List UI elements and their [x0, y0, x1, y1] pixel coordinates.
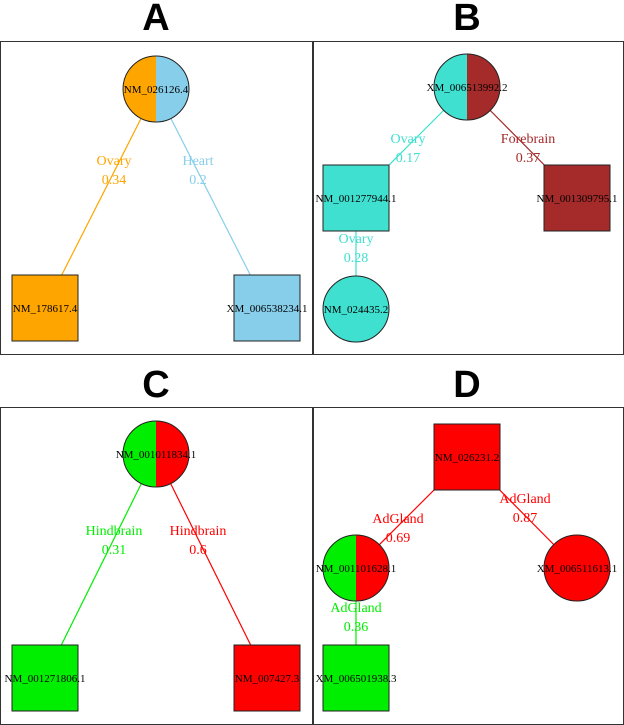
node-label: NM_024435.2	[324, 304, 388, 316]
node-label: XM_006511613.1	[537, 563, 618, 575]
edge-tissue-label: Ovary	[97, 154, 132, 169]
square-node-shape	[233, 644, 301, 712]
edge-value-label: 0.6	[189, 543, 207, 558]
edge-value-label: 0.34	[102, 173, 127, 188]
node-c-root: NM_001011834.1	[116, 420, 197, 488]
panel-d: D NM_026231.2NM_001101628.1 XM_006511613.1…	[313, 364, 624, 725]
circle-right-half	[156, 421, 189, 487]
node-d-root: NM_026231.2	[433, 423, 501, 491]
node-a-left: NM_178617.4	[11, 274, 79, 342]
edge-value-label: 0.37	[516, 151, 541, 166]
edge-value-label: 0.87	[513, 511, 538, 526]
edge-line	[44, 88, 157, 309]
circle-left-half	[123, 421, 156, 487]
edge-value-label: 0.69	[386, 531, 411, 546]
node-label: NM_001011834.1	[116, 449, 197, 461]
circle-node-shape	[543, 534, 611, 602]
edge-line	[155, 88, 268, 309]
node-label: XM_006538234.1	[227, 303, 308, 315]
panel-letter: B	[453, 0, 480, 39]
panel-letter: C	[142, 364, 169, 406]
edge-value-label: 0.2	[189, 173, 207, 188]
circle-node-outline	[322, 534, 390, 602]
square-node-shape	[11, 644, 79, 712]
node-label: NM_001309795.1	[537, 193, 618, 205]
node-c-left: NM_001271806.1	[5, 644, 86, 712]
square-node-shape	[11, 274, 79, 342]
node-b-child: NM_024435.2	[322, 275, 390, 343]
panel-letter: A	[142, 0, 169, 39]
edge-value-label: 0.31	[102, 543, 127, 558]
edge-tissue-label: AdGland	[330, 601, 381, 616]
panel-b: B XM_006513992.2NM_001277944.1 NM_00130979…	[313, 0, 624, 355]
edge-tissue-label: Ovary	[391, 132, 426, 147]
square-node-shape	[322, 644, 390, 712]
edge-value-label: 0.36	[344, 620, 369, 635]
node-b-left: NM_001277944.1	[316, 164, 397, 232]
node-label: NM_001277944.1	[316, 193, 397, 205]
panel-a: A NM_026126.4NM_178617.4 XM_006538234.1 Ova…	[0, 0, 313, 355]
panel-c: C NM_001011834.1NM_001271806.1 NM_007427.3…	[0, 364, 313, 725]
node-b-right: NM_001309795.1	[537, 164, 618, 232]
node-label: NM_001101628.1	[316, 563, 397, 575]
panel-border	[0, 41, 313, 355]
node-c-right: NM_007427.3	[233, 644, 301, 712]
circle-right-half	[467, 54, 500, 120]
circle-node-outline	[122, 420, 190, 488]
node-label: NM_001271806.1	[5, 673, 86, 685]
node-label: XM_006501938.3	[316, 673, 397, 685]
square-node-shape	[322, 164, 390, 232]
edge-tissue-label: Ovary	[339, 232, 374, 247]
circle-left-half	[323, 535, 356, 601]
edge-tissue-label: AdGland	[372, 512, 423, 527]
node-label: NM_178617.4	[13, 303, 78, 315]
edge-value-label: 0.17	[396, 151, 421, 166]
node-d-mid: NM_001101628.1	[316, 534, 397, 602]
node-a-right: XM_006538234.1	[227, 274, 308, 342]
panel-letter: D	[453, 364, 480, 406]
edge-tissue-label: Hindbrain	[170, 524, 227, 539]
square-node-shape	[233, 274, 301, 342]
square-node-shape	[433, 423, 501, 491]
circle-right-half	[156, 56, 189, 122]
circle-node-outline	[433, 53, 501, 121]
circle-right-half	[356, 535, 389, 601]
circle-left-half	[434, 54, 467, 120]
circle-node-shape	[322, 275, 390, 343]
circle-node-outline	[122, 55, 190, 123]
node-d-right: XM_006511613.1	[537, 534, 618, 602]
node-label: NM_026231.2	[435, 452, 499, 464]
edge-tissue-label: AdGland	[499, 492, 550, 507]
node-label: NM_026126.4	[124, 84, 189, 96]
edge-line	[44, 453, 157, 679]
square-node-shape	[543, 164, 611, 232]
node-a-root: NM_026126.4	[122, 55, 190, 123]
node-label: NM_007427.3	[235, 673, 300, 685]
edge-tissue-label: Hindbrain	[86, 524, 143, 539]
node-d-child: XM_006501938.3	[316, 644, 397, 712]
edge-tissue-label: Heart	[182, 154, 213, 169]
circle-left-half	[123, 56, 156, 122]
node-b-root: XM_006513992.2	[427, 53, 508, 121]
edge-value-label: 0.28	[344, 251, 369, 266]
edge-tissue-label: Forebrain	[501, 132, 555, 147]
edge-line	[155, 453, 268, 679]
node-label: XM_006513992.2	[427, 82, 508, 94]
